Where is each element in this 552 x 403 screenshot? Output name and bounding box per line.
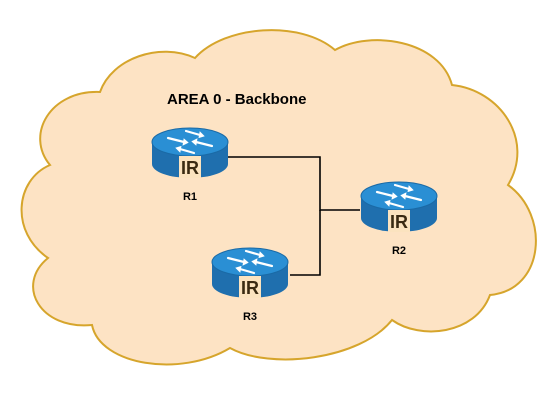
link-r3-r2 bbox=[290, 210, 321, 276]
ir-badge: IR bbox=[239, 276, 261, 298]
links bbox=[228, 156, 360, 276]
router-r1[interactable]: IR R1 bbox=[151, 127, 229, 203]
router-r3[interactable]: IR R3 bbox=[211, 247, 289, 323]
router-label: R1 bbox=[183, 191, 197, 203]
area-0-cloud bbox=[20, 29, 537, 366]
router-r2[interactable]: IR R2 bbox=[360, 181, 438, 257]
svg-text:IR: IR bbox=[181, 158, 199, 178]
svg-text:IR: IR bbox=[241, 278, 259, 298]
link-r1-r2 bbox=[228, 156, 360, 211]
router-label: R2 bbox=[392, 245, 406, 257]
ir-badge: IR bbox=[388, 210, 410, 232]
svg-text:IR: IR bbox=[390, 212, 408, 232]
area-title: AREA 0 - Backbone bbox=[167, 91, 306, 108]
ir-badge: IR bbox=[179, 156, 201, 178]
router-label: R3 bbox=[243, 311, 257, 323]
